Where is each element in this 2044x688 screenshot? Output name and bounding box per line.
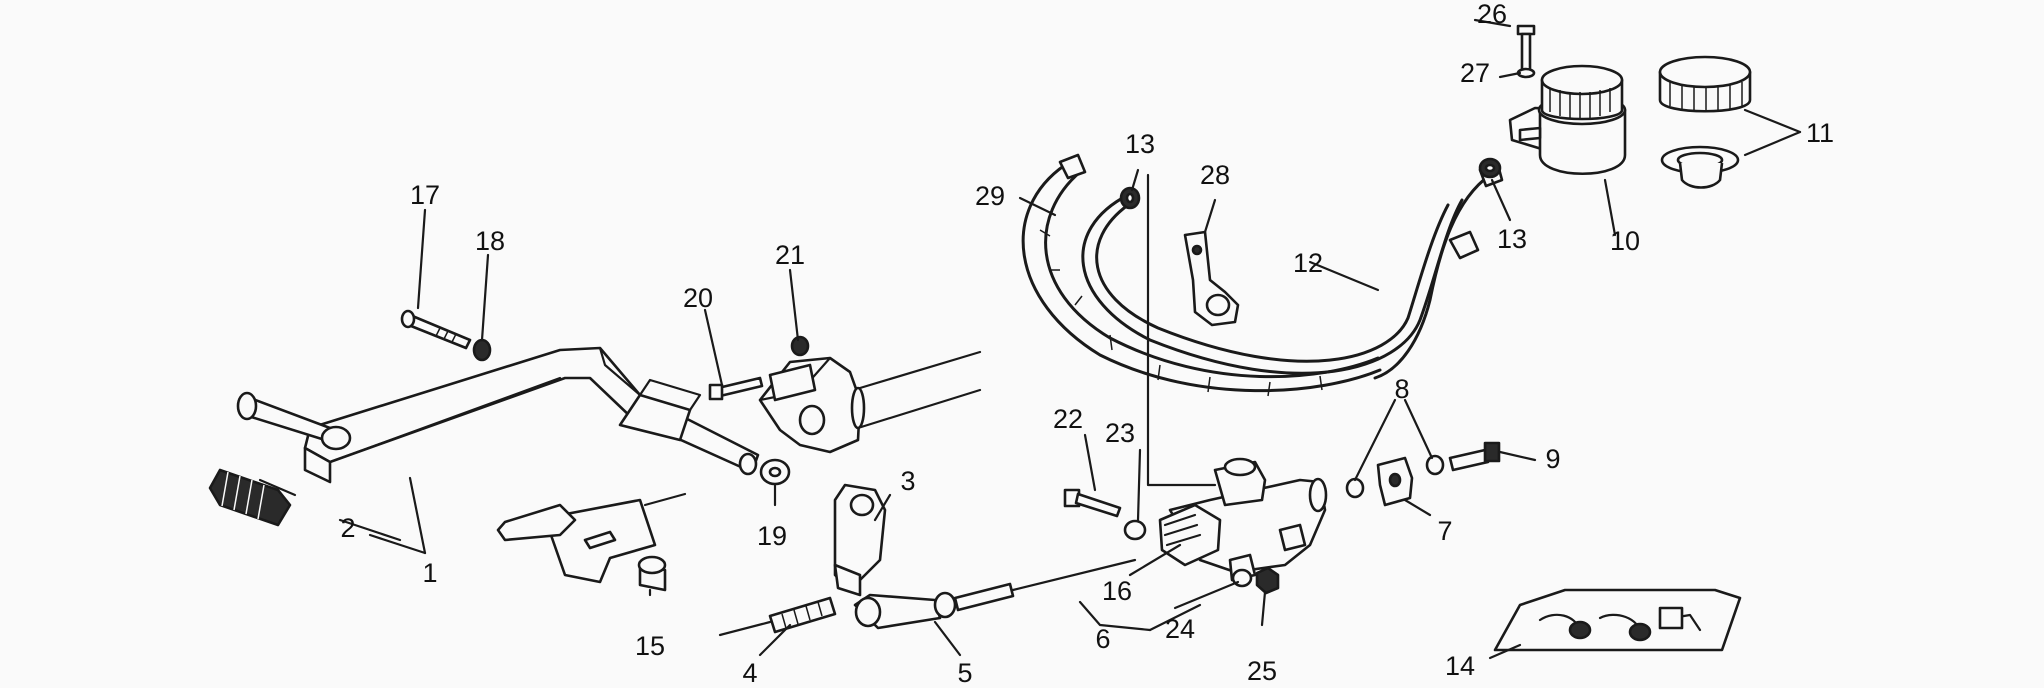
banjo-bolt-9: [1448, 441, 1501, 472]
hose-clip-13-lower: [1478, 157, 1502, 179]
label-13-lower: 13: [1497, 224, 1527, 254]
pedal-rubber: [208, 468, 292, 527]
label-18: 18: [475, 226, 505, 256]
label-28: 28: [1200, 160, 1230, 190]
bolt-22: [1063, 488, 1122, 518]
fork-5: [853, 591, 957, 630]
bushing-15: [637, 555, 667, 592]
label-26: 26: [1477, 0, 1507, 29]
nut-21: [790, 335, 810, 357]
brake-pedal-lever: [236, 346, 760, 484]
label-6: 6: [1095, 624, 1110, 654]
fluid-reservoir-10: [1508, 64, 1627, 176]
label-10: 10: [1610, 226, 1640, 256]
label-29: 29: [975, 181, 1005, 211]
bolt-17: [400, 309, 472, 350]
banjo-union-7: [1376, 456, 1414, 507]
bolt-20: [708, 376, 764, 401]
reservoir-cap-11: [1658, 55, 1752, 113]
label-7: 7: [1437, 516, 1452, 546]
bolt-26: [1516, 24, 1536, 72]
label-8: 8: [1394, 374, 1409, 404]
nut-18: [472, 338, 492, 362]
label-21: 21: [775, 240, 805, 270]
mounting-plate: [496, 492, 687, 584]
leader-lines: [258, 18, 1802, 660]
washer-23: [1123, 519, 1147, 541]
label-9: 9: [1545, 444, 1560, 474]
label-15: 15: [635, 631, 665, 661]
label-5: 5: [957, 658, 972, 688]
nut-25: [1255, 566, 1280, 595]
label-12: 12: [1293, 248, 1323, 278]
label-24: 24: [1165, 614, 1195, 644]
label-2: 2: [340, 513, 355, 543]
push-rod: [953, 558, 1137, 612]
label-27: 27: [1460, 58, 1490, 88]
spring-4: [718, 596, 837, 637]
label-13-upper: 13: [1125, 129, 1155, 159]
label-23: 23: [1105, 418, 1135, 448]
hose-clamp-28: [1183, 230, 1240, 327]
clevis-link-3: [833, 483, 887, 597]
washer-19: [759, 458, 791, 486]
label-4: 4: [742, 658, 757, 688]
label-22: 22: [1053, 404, 1083, 434]
label-20: 20: [683, 283, 713, 313]
feed-line: [1146, 173, 1217, 487]
hose-clip-13-upper: [1119, 186, 1141, 210]
part-labels: 17 18 20 21 2 1 19 3 15 4 5 22 23 16 6 2…: [340, 0, 1834, 688]
label-14: 14: [1445, 651, 1475, 681]
reservoir-seal-11: [1660, 145, 1740, 189]
label-19: 19: [757, 521, 787, 551]
label-1: 1: [422, 558, 437, 588]
label-3: 3: [900, 466, 915, 496]
master-cylinder-6: [1158, 457, 1328, 582]
footrest-bracket: [758, 350, 982, 454]
label-16: 16: [1102, 576, 1132, 606]
label-11: 11: [1806, 118, 1834, 148]
tool-kit-14: [1493, 588, 1742, 652]
label-25: 25: [1247, 656, 1277, 686]
washers-8: [1345, 454, 1445, 499]
label-17: 17: [410, 180, 440, 210]
